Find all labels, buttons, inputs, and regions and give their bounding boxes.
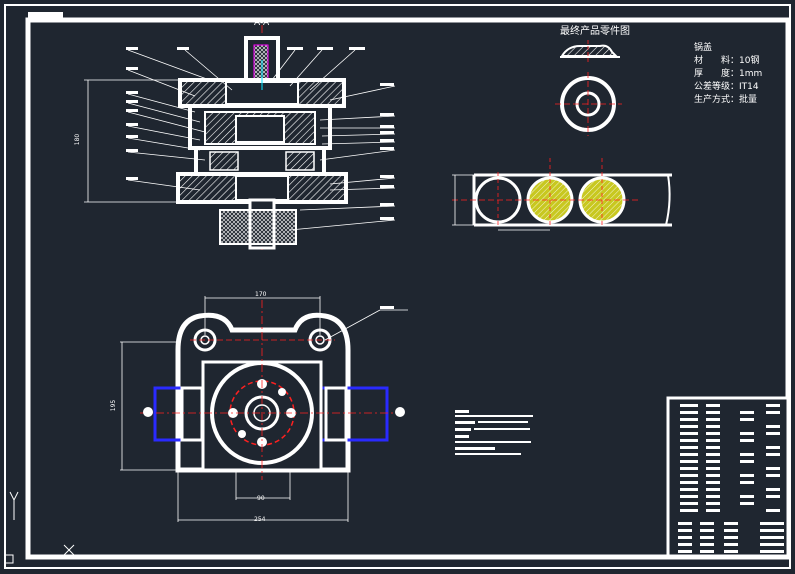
- dim-height-plan: 195: [110, 399, 118, 412]
- strip-layout-view: [452, 158, 672, 231]
- dim-height-section: 180: [74, 133, 82, 146]
- dim-width-bottom: 254: [254, 516, 266, 523]
- drawing-frame: [4, 4, 791, 569]
- plan-view: [120, 296, 408, 522]
- section-view-assembly: [84, 25, 396, 250]
- title-block: [666, 396, 790, 558]
- part-production: 生产方式：批量: [694, 95, 758, 105]
- dim-width-inner: 90: [257, 495, 265, 502]
- final-part-view: [555, 40, 622, 136]
- ucs-icon: [4, 491, 75, 564]
- part-material: 材 料：10钢: [694, 56, 760, 66]
- part-tolerance: 公差等级：IT14: [694, 82, 759, 92]
- part-thickness: 厚 度：1mm: [694, 69, 763, 79]
- section-label: A-A: [254, 18, 270, 28]
- final-part-title: 最终产品零件图: [560, 26, 630, 37]
- part-name: 锅盖: [694, 43, 713, 53]
- technical-notes: [455, 410, 533, 455]
- dim-width-top: 170: [255, 291, 267, 298]
